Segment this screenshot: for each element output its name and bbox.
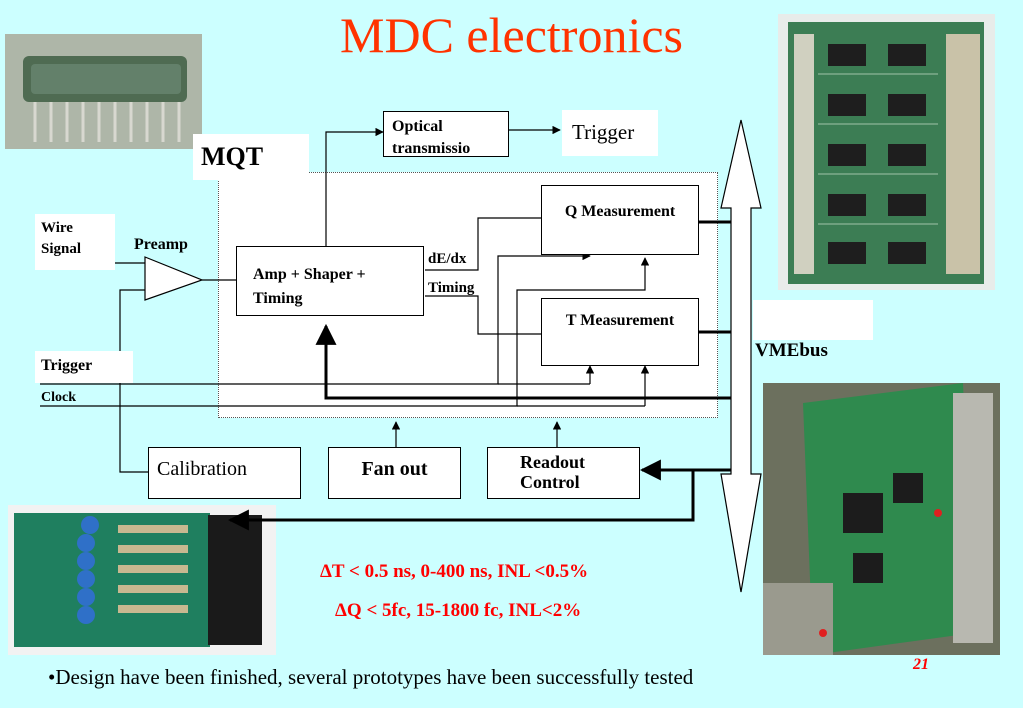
bullet-note: •Design have been finished, several prot…	[48, 665, 694, 689]
mqt-label: MQT	[193, 134, 309, 180]
q-measurement-box: Q Measurement	[541, 185, 699, 255]
preamplifier-card-photo	[8, 505, 276, 655]
mqt-board-photo	[778, 14, 995, 290]
page-number: 21	[913, 656, 929, 673]
delta-q-spec: ΔQ < 5fc, 15-1800 fc, INL<2%	[335, 600, 582, 621]
amp-shaper-timing-box: Amp + Shaper + Timing	[236, 246, 424, 316]
preamp-triangle	[144, 256, 204, 301]
trigger-output-label: Trigger	[562, 110, 658, 156]
wire-signal-label: Wire Signal	[35, 214, 115, 270]
preamp-chip-photo	[5, 34, 202, 149]
vme-crate-photo	[763, 383, 1000, 655]
slide-title: MDC electronics	[340, 7, 683, 63]
de-dx-label: dE/dx	[428, 251, 467, 267]
vmebus-label: VMEbus	[755, 340, 828, 361]
optical-transmission-box: Optical transmissio	[383, 111, 509, 157]
readout-control-box: Readout Control	[487, 447, 640, 499]
t-measurement-box: T Measurement	[541, 298, 699, 366]
fanout-box: Fan out	[328, 447, 461, 499]
timing-label: Timing	[428, 280, 475, 296]
delta-t-spec: ΔT < 0.5 ns, 0-400 ns, INL <0.5%	[320, 561, 589, 582]
calibration-box: Calibration	[148, 447, 301, 499]
vmebus-arrow	[720, 119, 762, 593]
clock-label: Clock	[41, 390, 76, 405]
preamp-label: Preamp	[134, 236, 188, 253]
trigger-input-label: Trigger	[35, 351, 133, 383]
